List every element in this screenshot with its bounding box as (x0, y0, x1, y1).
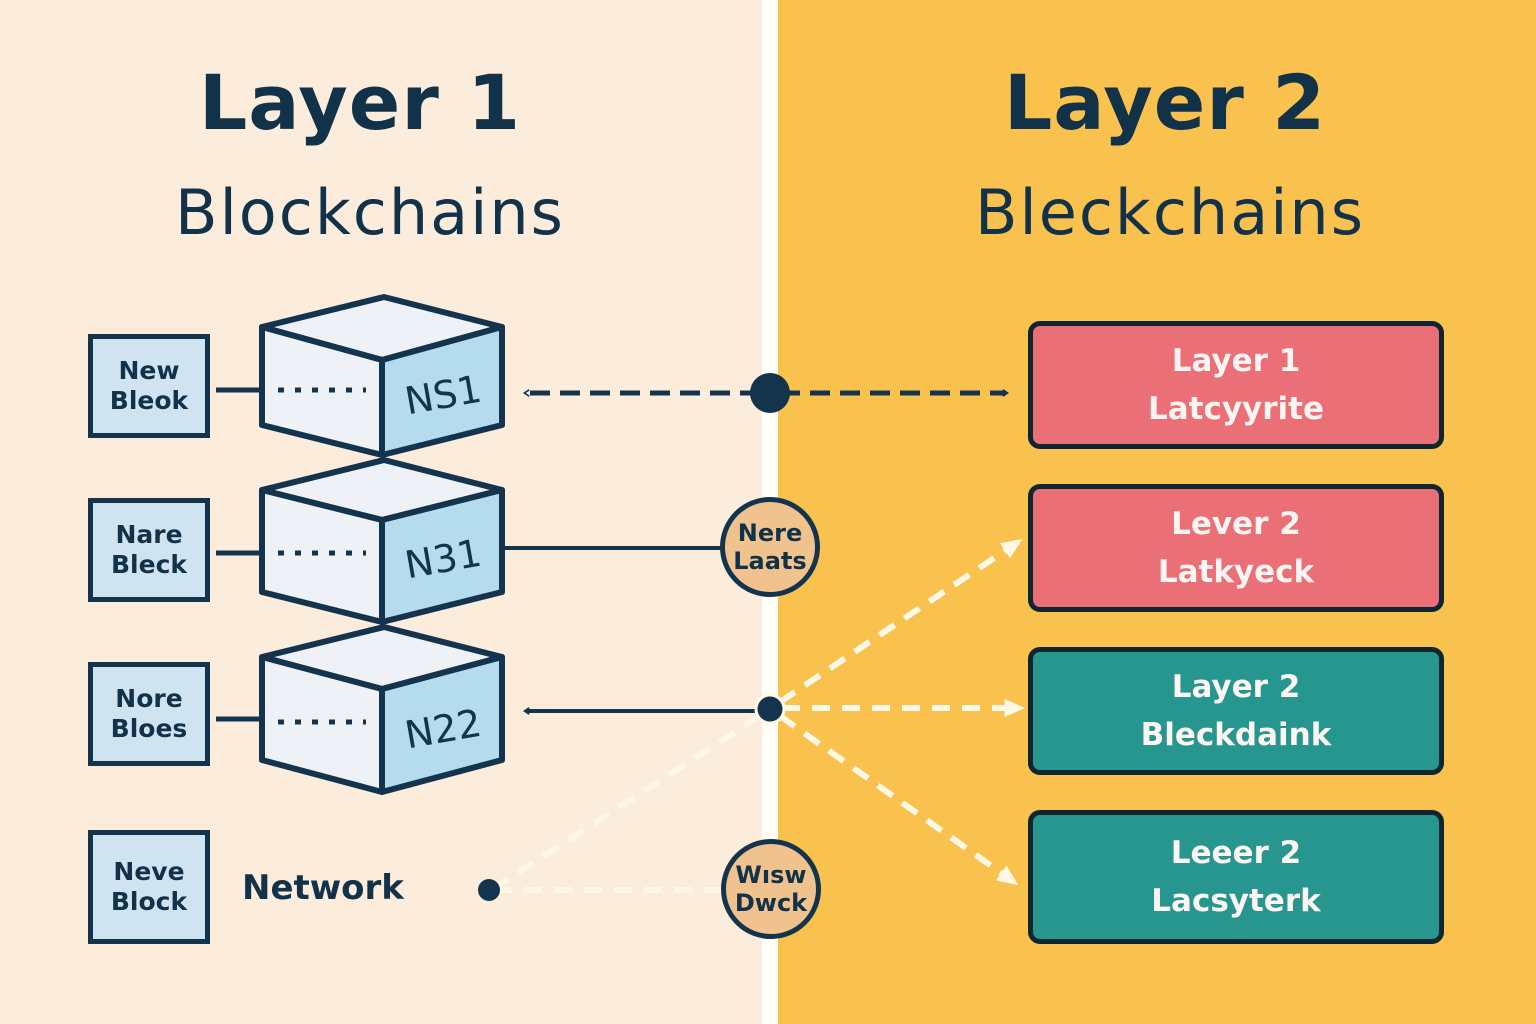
block-label-line2: Bleck (110, 550, 188, 579)
block-label-line2: Bleok (109, 386, 189, 415)
card-line2: Bleckdaink (1140, 717, 1332, 753)
layer2-subtitle: Bleckchains (974, 176, 1366, 249)
dashed-line-light (492, 713, 762, 891)
network-label: Network (242, 868, 404, 908)
card-line2: Latkyeck (1157, 554, 1315, 590)
node-cube (259, 457, 505, 625)
layer-card: Layer 2 Bleckdaink (1028, 647, 1444, 775)
node-cube (259, 624, 505, 795)
layer-card: Leeer 2 Lacsyterk (1028, 810, 1444, 944)
block-box: Nare Bleck (88, 498, 210, 602)
block-label-line1: Nore (115, 684, 183, 713)
network-node (478, 879, 500, 901)
dashed-arrow-light (778, 539, 1023, 705)
block-label-line2: Block (110, 887, 188, 916)
layer1-title: Layer 1 (198, 58, 522, 147)
circle-label: Wısw Dwck (721, 839, 821, 939)
card-line1: Leeer 2 (1170, 835, 1302, 871)
block-label-line1: Nare (115, 520, 183, 549)
block-label-line1: New (118, 356, 180, 385)
circle-label-line2: Dwck (734, 889, 808, 917)
layer-card: Lever 2 Latkyeck (1028, 484, 1444, 612)
card-line1: Layer 1 (1171, 343, 1301, 379)
card-line1: Lever 2 (1171, 506, 1301, 542)
circle-label: Nere Laats (720, 497, 820, 597)
block-box: New Bleok (88, 334, 210, 438)
hub-node-top (750, 373, 790, 413)
block-box: Nore Bloes (88, 662, 210, 766)
circle-label-line1: Nere (737, 519, 803, 547)
layer1-subtitle: Blockchains (175, 176, 565, 249)
card-line1: Layer 2 (1171, 669, 1301, 705)
node-cube (259, 294, 505, 458)
layer2-title: Layer 2 (1003, 58, 1327, 147)
card-line2: Latcyyrite (1147, 391, 1325, 427)
layer-card: Layer 1 Latcyyrite (1028, 321, 1444, 449)
block-label-line2: Bloes (110, 714, 188, 743)
circle-label-line1: Wısw (735, 861, 807, 889)
network-block-box: Neve Block (88, 830, 210, 944)
card-line2: Lacsyterk (1151, 883, 1321, 919)
circle-label-line2: Laats (733, 547, 807, 575)
hub-node-middle (754, 693, 786, 725)
dashed-arrow-light (778, 713, 1019, 886)
block-label-line1: Neve (113, 857, 185, 886)
